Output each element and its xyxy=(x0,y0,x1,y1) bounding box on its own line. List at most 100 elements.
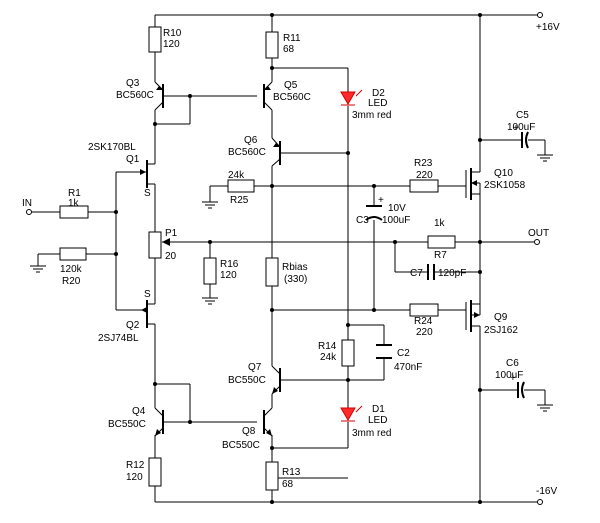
output-terminal: OUT xyxy=(528,228,549,245)
resistors-r23-name-label: R23 xyxy=(414,158,433,169)
ground-symbol-c5 xyxy=(537,154,553,162)
resistors-r7-name-label: R7 xyxy=(434,250,447,261)
resistors-rbias-name-label: Rbias xyxy=(282,262,308,273)
leds-d2-name-label: D2 xyxy=(372,88,385,99)
capacitors-c5-polarity-label: + xyxy=(513,123,519,134)
capacitors-c7-value-label: 120pF xyxy=(438,268,466,279)
resistor-r11: R11 68 xyxy=(265,31,301,59)
resistors-r1-value-label: 1k xyxy=(68,198,80,209)
resistors-p1-value-label: 20 xyxy=(165,251,177,262)
transistors-q10-name-label: Q10 xyxy=(494,168,513,179)
wiring xyxy=(32,14,546,503)
negative-rail-label: -16V xyxy=(536,486,557,497)
resistors-r20-value-label: 120k xyxy=(60,264,83,275)
transistor-q5: Q5 BC560C xyxy=(263,80,311,111)
junction-dots xyxy=(114,13,482,504)
transistors-q5-name-label: Q5 xyxy=(284,80,298,91)
leds-d2-size-label: 3mm red xyxy=(352,110,391,121)
capacitors-c7-name-label: C7 xyxy=(410,268,423,279)
positive-rail-label: +16V xyxy=(536,22,560,33)
resistor-r16: R16 120 xyxy=(203,257,239,285)
capacitors-c3-voltage-label: 10V xyxy=(388,203,406,214)
resistors-p1-name-label: P1 xyxy=(165,228,178,239)
transistors-q8-part-label: BC550C xyxy=(222,440,260,451)
transistor-q6: Q6 BC560C xyxy=(228,135,288,167)
ground-symbol-r20 xyxy=(30,265,46,273)
transistors-q1-part-label: 2SK170BL xyxy=(88,142,136,153)
resistor-r12: R12 120 xyxy=(126,457,162,487)
capacitors-c6-value-label: 100uF xyxy=(495,370,523,381)
capacitors-c2-name-label: C2 xyxy=(397,348,410,359)
transistors-q6-name-label: Q6 xyxy=(244,135,258,146)
resistor-r14: R14 24k xyxy=(318,339,355,367)
input-label: IN xyxy=(22,198,32,209)
input-terminal: IN xyxy=(22,198,32,215)
leds-d1-name-label: D1 xyxy=(372,404,385,415)
transistors-q4-name-label: Q4 xyxy=(132,406,146,417)
resistors-r12-value-label: 120 xyxy=(126,472,143,483)
transistors-q8-name-label: Q8 xyxy=(242,426,256,437)
transistors-q9-part-label: 2SJ162 xyxy=(484,325,518,336)
capacitor-c6: + C6 100uF xyxy=(495,358,525,399)
resistors-r25-name-label: R25 xyxy=(230,195,249,206)
transistors-q4-part-label: BC550C xyxy=(108,419,146,430)
transistor-q2: S Q2 2SJ74BL xyxy=(98,289,156,344)
resistors-r1-name-label: R1 xyxy=(68,188,81,199)
transistors-q3-part-label: BC560C xyxy=(116,90,154,101)
transistors-q2-part-label: 2SJ74BL xyxy=(98,333,139,344)
resistors-rbias-value-label: (330) xyxy=(284,274,307,285)
capacitors-c2-value-label: 470nF xyxy=(394,362,422,373)
capacitors-c5-name-label: C5 xyxy=(516,110,529,121)
resistors-r14-name-label: R14 xyxy=(318,341,337,352)
transistor-q1: 2SK170BL Q1 S xyxy=(88,142,156,199)
resistors-r16-name-label: R16 xyxy=(220,259,239,270)
resistors-r10-value-label: 120 xyxy=(163,39,180,50)
resistors-r13-name-label: R13 xyxy=(282,467,301,478)
resistors-r13-value-label: 68 xyxy=(282,479,294,490)
capacitor-c7: C7 120pF xyxy=(410,264,466,280)
resistors-r14-value-label: 24k xyxy=(320,352,337,363)
resistors-r24-value-label: 220 xyxy=(416,327,433,338)
capacitor-c2: C2 470nF xyxy=(376,344,422,373)
capacitors-c6-name-label: C6 xyxy=(506,358,519,369)
transistors-q5-part-label: BC560C xyxy=(273,92,311,103)
transistors-q7-part-label: BC550C xyxy=(228,375,266,386)
resistor-r7: 1k R7 xyxy=(427,218,456,261)
resistors-r11-value-label: 68 xyxy=(283,44,295,55)
led-d2: D2 LED 3mm red xyxy=(340,88,391,121)
resistor-r24: R24 220 xyxy=(409,303,439,338)
transistor-q9: Q9 2SJ162 xyxy=(462,298,518,336)
transistors-q6-part-label: BC560C xyxy=(228,147,266,158)
transistors-q2-name-label: Q2 xyxy=(126,320,140,331)
leds-d1-size-label: 3mm red xyxy=(352,428,391,439)
output-label: OUT xyxy=(528,228,549,239)
resistor-r20: 120k R20 xyxy=(59,247,87,287)
capacitors-c3-name-label: C3 xyxy=(356,215,369,226)
ground-symbol-r25 xyxy=(202,201,218,209)
capacitors-c5-value-label: 100uF xyxy=(507,122,535,133)
positive-rail-terminal: +16V xyxy=(536,12,560,33)
resistor-rbias: Rbias (330) xyxy=(265,257,308,287)
transistor-q3: Q3 BC560C xyxy=(116,78,164,111)
resistors-r16-value-label: 120 xyxy=(220,270,237,281)
resistors-r20-name-label: R20 xyxy=(62,276,81,287)
transistors-q10-part-label: 2SK1058 xyxy=(484,180,526,191)
resistors-r12-name-label: R12 xyxy=(126,460,145,471)
transistor-q8: Q8 BC550C xyxy=(222,407,273,451)
transistors-q1-source-label: S xyxy=(144,188,151,199)
resistor-r13: R13 68 xyxy=(265,461,301,491)
capacitors-c3-value-label: 100uF xyxy=(382,215,410,226)
ground-symbol-r16 xyxy=(202,297,218,305)
transistor-q7: Q7 BC550C xyxy=(228,362,288,395)
transistor-q4: Q4 BC550C xyxy=(108,406,164,437)
transistors-q2-source-label: S xyxy=(144,289,151,300)
resistor-r1: R1 1k xyxy=(59,188,89,219)
capacitor-c5: + C5 100uF xyxy=(507,110,535,149)
capacitor-c3: + 10V C3 100uF xyxy=(356,195,410,226)
transistors-q1-name-label: Q1 xyxy=(126,154,140,165)
leds-d1-type-label: LED xyxy=(368,415,387,426)
led-d1: D1 LED 3mm red xyxy=(340,404,391,439)
resistor-r23: R23 220 xyxy=(409,158,439,193)
resistors-r25-value-label: 24k xyxy=(228,170,245,181)
